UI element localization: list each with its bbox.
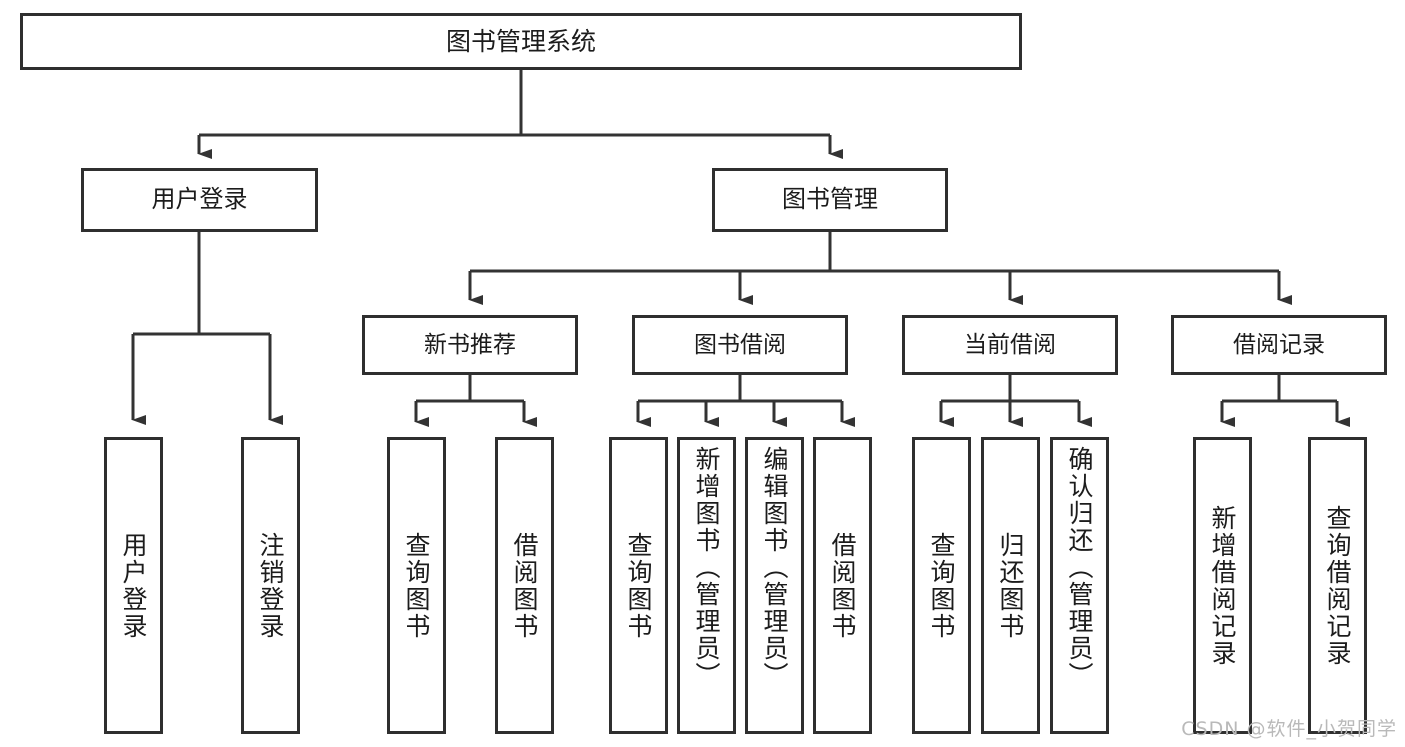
node-current-borrow[interactable]: 当前借阅 xyxy=(902,315,1118,375)
node-label: 借阅记录 xyxy=(1233,331,1325,358)
leaf-node-query-book-borrow[interactable]: 查询图书 xyxy=(609,437,668,734)
node-book-manage[interactable]: 图书管理 xyxy=(712,168,948,232)
leaf-node-add-borrow-record[interactable]: 新增借阅记录 xyxy=(1193,437,1252,734)
watermark-text: CSDN @软件_小贺同学 xyxy=(1181,718,1397,740)
leaf-node-add-book-admin[interactable]: 新增图书（管理员） xyxy=(677,437,736,734)
leaf-node-borrow-book-borrow[interactable]: 借阅图书 xyxy=(813,437,872,734)
leaf-node-return-book[interactable]: 归还图书 xyxy=(981,437,1040,734)
node-label: 借阅图书 xyxy=(510,531,539,640)
node-label: 用户登录 xyxy=(119,531,148,640)
node-book-borrow[interactable]: 图书借阅 xyxy=(632,315,848,375)
leaf-node-borrow-book-new[interactable]: 借阅图书 xyxy=(495,437,554,734)
node-label: 图书管理系统 xyxy=(445,27,596,56)
leaf-node-user-login[interactable]: 用户登录 xyxy=(104,437,163,734)
node-label: 当前借阅 xyxy=(964,331,1056,358)
node-label: 编辑图书（管理员） xyxy=(760,446,789,689)
node-new-book-recommend[interactable]: 新书推荐 xyxy=(362,315,578,375)
node-label: 查询图书 xyxy=(624,531,653,640)
leaf-node-logout[interactable]: 注销登录 xyxy=(241,437,300,734)
node-label: 新书推荐 xyxy=(424,331,516,358)
node-label: 确认归还（管理员） xyxy=(1065,446,1094,689)
node-label: 查询图书 xyxy=(402,531,431,640)
node-label: 新增借阅记录 xyxy=(1208,504,1237,667)
leaf-node-confirm-return-admin[interactable]: 确认归还（管理员） xyxy=(1050,437,1109,734)
node-label: 归还图书 xyxy=(996,531,1025,640)
leaf-node-query-book-new[interactable]: 查询图书 xyxy=(387,437,446,734)
leaf-node-query-borrow-record[interactable]: 查询借阅记录 xyxy=(1308,437,1367,734)
node-label: 查询图书 xyxy=(927,531,956,640)
node-label: 用户登录 xyxy=(151,185,248,214)
leaf-node-query-book-current[interactable]: 查询图书 xyxy=(912,437,971,734)
node-label: 借阅图书 xyxy=(828,531,857,640)
node-label: 图书管理 xyxy=(782,185,878,214)
node-label: 图书借阅 xyxy=(694,331,786,358)
node-borrow-record[interactable]: 借阅记录 xyxy=(1171,315,1387,375)
node-book-management-system[interactable]: 图书管理系统 xyxy=(20,13,1022,70)
node-label: 查询借阅记录 xyxy=(1323,504,1352,667)
node-user-login[interactable]: 用户登录 xyxy=(81,168,318,232)
node-label: 新增图书（管理员） xyxy=(692,446,721,689)
node-label: 注销登录 xyxy=(256,531,285,640)
leaf-node-edit-book-admin[interactable]: 编辑图书（管理员） xyxy=(745,437,804,734)
